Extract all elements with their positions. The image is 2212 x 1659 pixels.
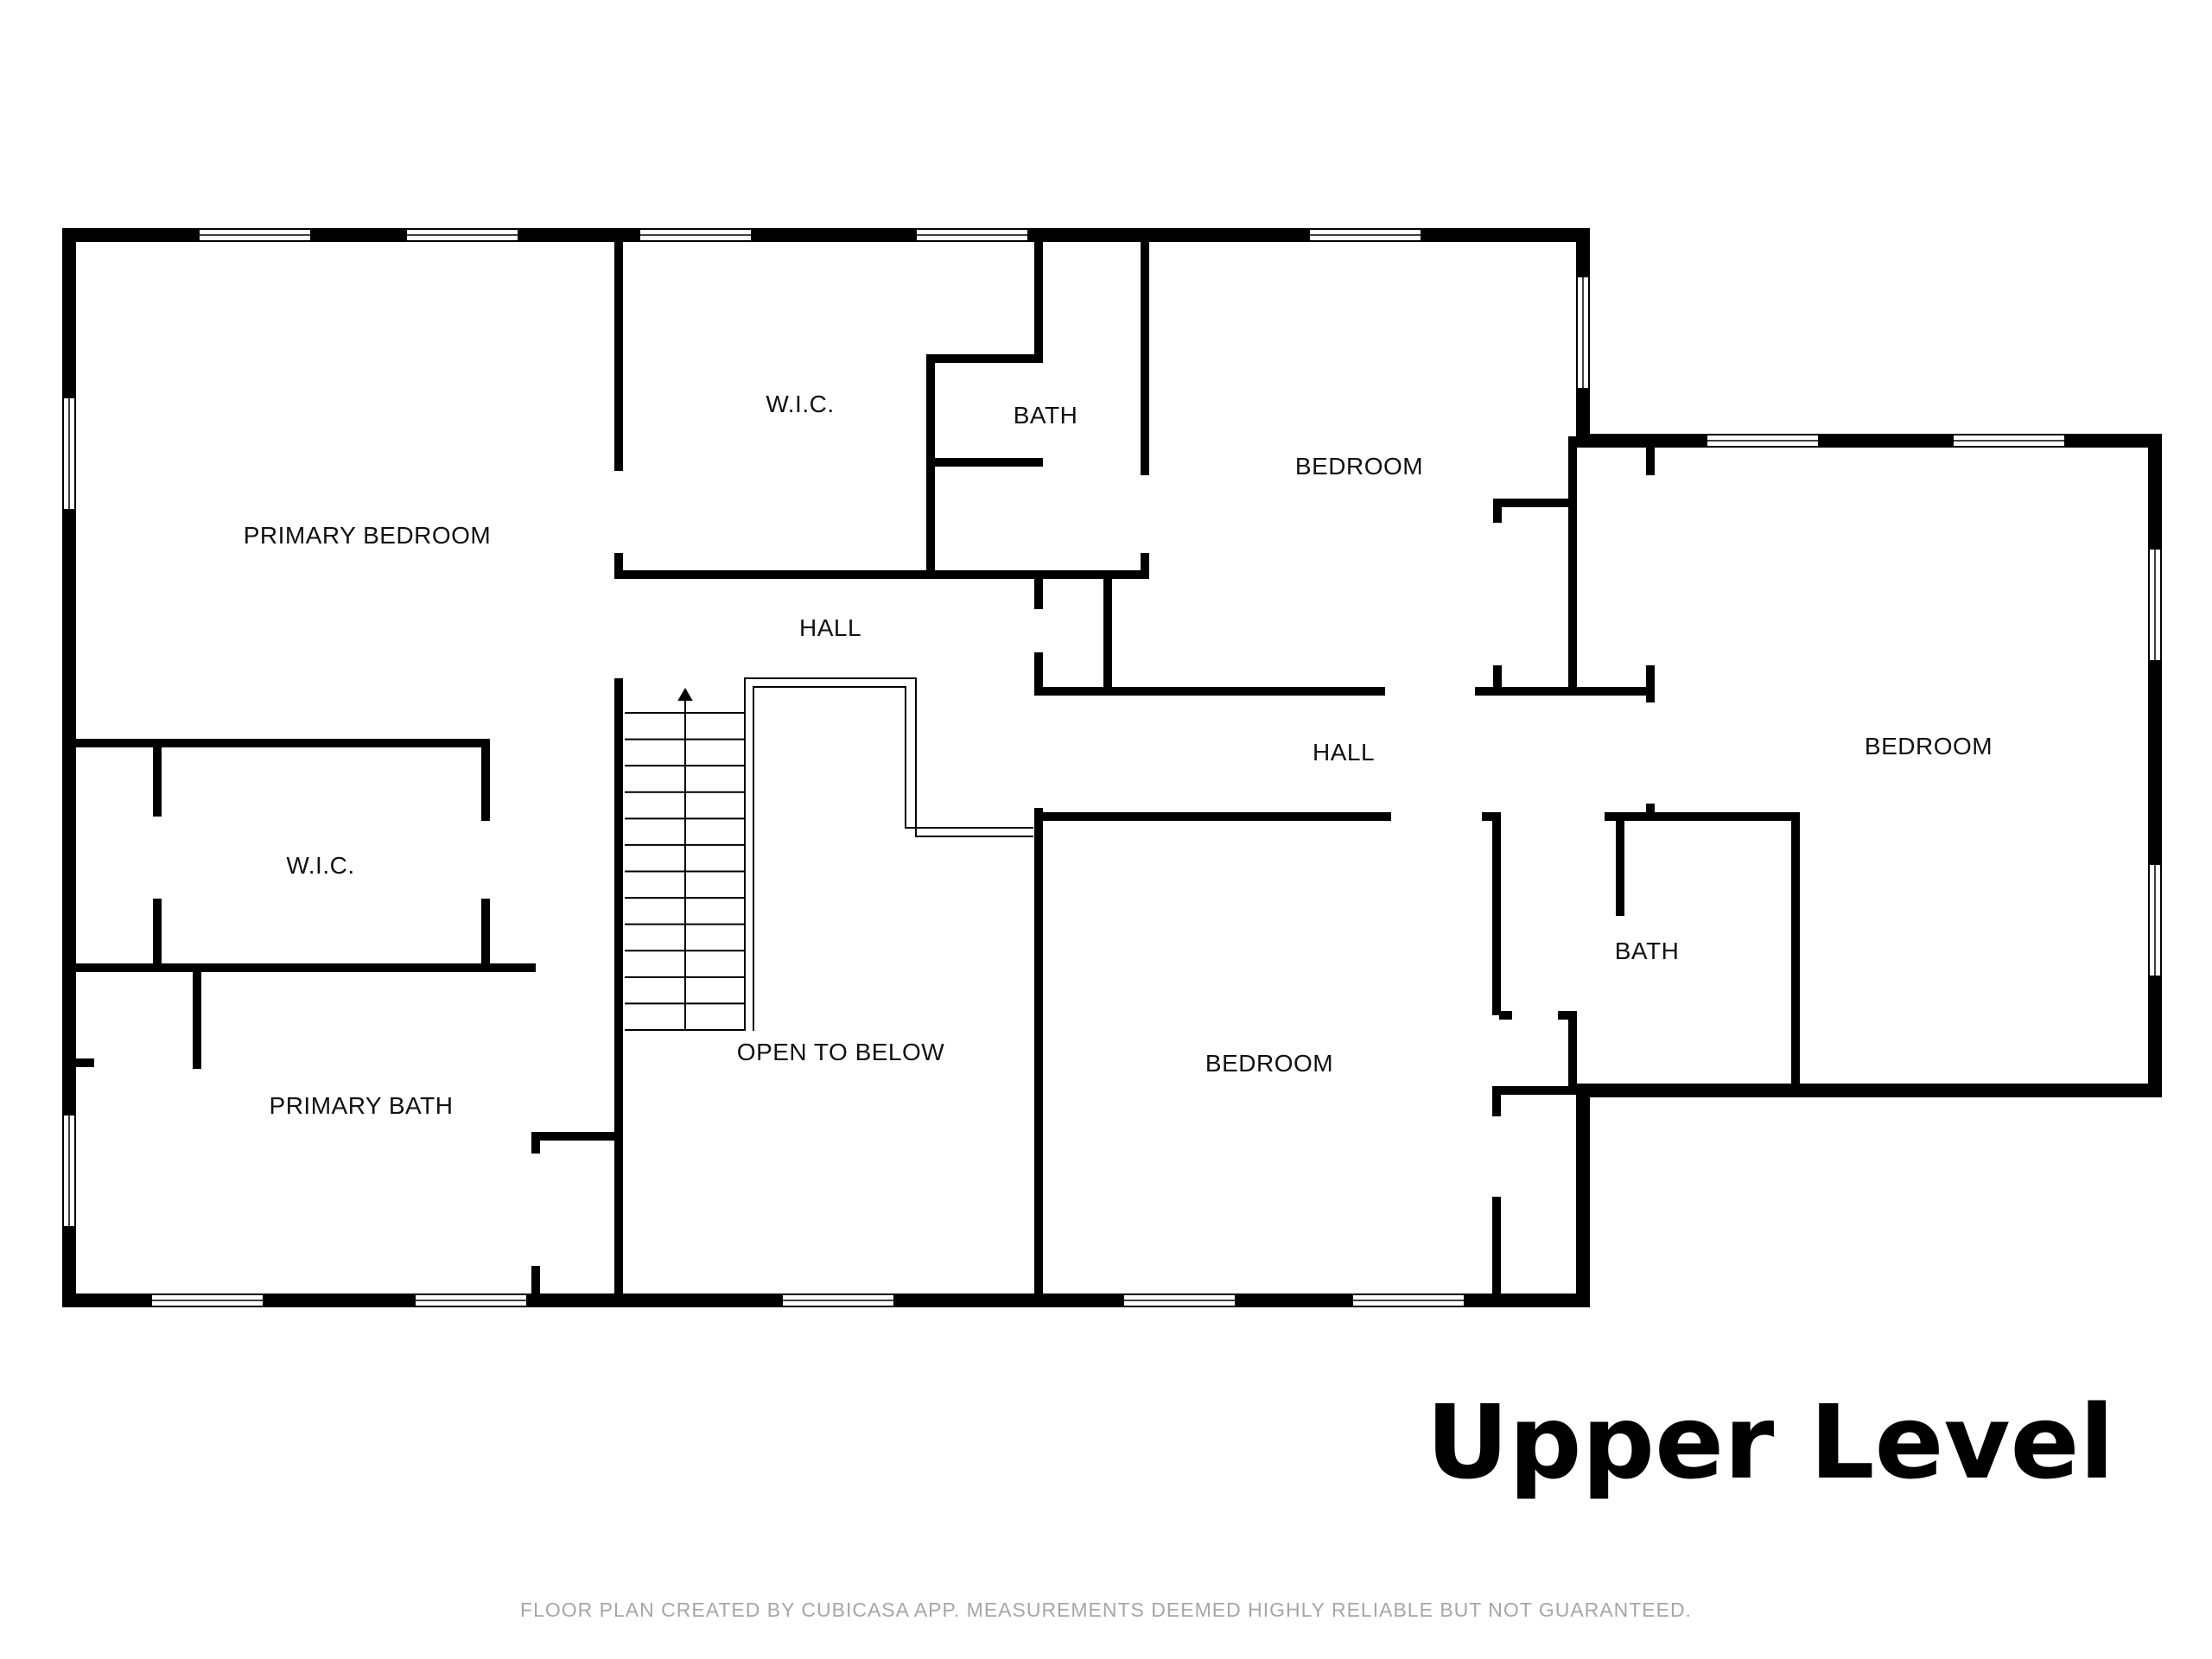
footer-disclaimer: FLOOR PLAN CREATED BY CUBICASA APP. MEAS… <box>520 1599 1692 1621</box>
level-title: Upper Level <box>1426 1382 2114 1502</box>
room-label-bath-right: BATH <box>1614 938 1680 964</box>
room-label-bedroom-bottom: BEDROOM <box>1205 1050 1334 1077</box>
room-label-bath-top: BATH <box>1013 402 1078 429</box>
windows <box>62 228 2162 1307</box>
room-label-wic-left: W.I.C. <box>286 852 355 879</box>
room-label-bedroom-right: BEDROOM <box>1864 733 1993 760</box>
stair-direction-arrow <box>677 688 693 701</box>
staircase <box>625 677 1033 1031</box>
room-label-bedroom-top: BEDROOM <box>1294 453 1424 480</box>
room-label-wic-top: W.I.C. <box>766 391 835 417</box>
room-label-hall-upper: HALL <box>798 614 862 641</box>
room-label-primary-bedroom: PRIMARY BEDROOM <box>243 522 492 549</box>
room-label-open-to-below: OPEN TO BELOW <box>736 1039 945 1065</box>
room-label-hall-lower: HALL <box>1312 739 1376 766</box>
walls <box>62 228 2162 1307</box>
room-label-primary-bath: PRIMARY BATH <box>269 1092 454 1119</box>
